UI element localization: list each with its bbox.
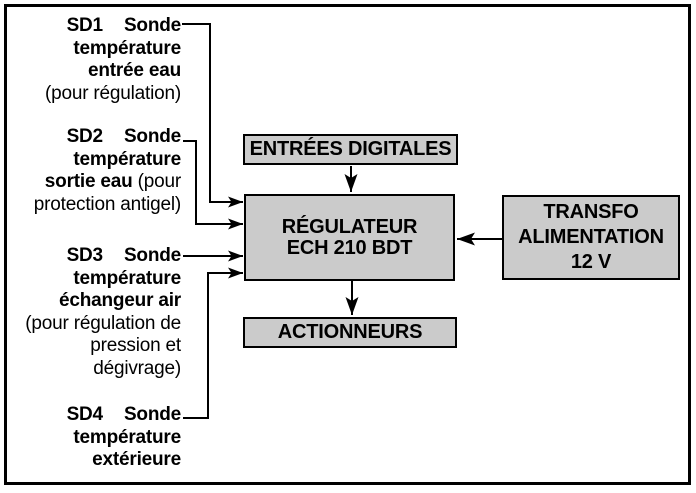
regulator-label-line2: ECH 210 BDT [286, 236, 413, 259]
sensor-head-line: SD2 Sonde [0, 126, 182, 149]
sensor-text-line: (pour régulation de [25, 312, 181, 334]
sensor-text-line: température [73, 267, 181, 289]
sensor-text-line: échangeur air [58, 290, 181, 311]
transformer-box: TRANSFO ALIMENTATION 12 V [502, 195, 680, 280]
transformer-label-line1: TRANSFO [543, 201, 639, 223]
sensor-id: SD1 [66, 15, 104, 36]
regulator-label-line1: RÉGULATEUR [281, 215, 418, 238]
digital-inputs-box: ENTRÉES DIGITALES [243, 134, 458, 165]
actuators-label: ACTIONNEURS [277, 321, 423, 343]
sensor-head-word: Sonde [123, 245, 181, 266]
sensor-text-line: dégivrage) [93, 357, 181, 379]
sensor-text-line: protection antigel) [33, 193, 181, 215]
sensor-id: SD4 [66, 404, 104, 425]
digital-inputs-label: ENTRÉES DIGITALES [249, 138, 452, 160]
sensor-label-sd3: SD3 Sonde température échangeur air (pour… [0, 245, 181, 380]
sensor-label-sd1: SD1 Sonde température entrée eau (pour ré… [0, 15, 181, 105]
sensor-text-line: température [73, 426, 181, 448]
sensor-label-sd2: SD2 Sonde température sortie eau (pour pr… [0, 126, 181, 216]
sensor-head-line: SD3 Sonde [0, 245, 182, 268]
sensor-id: SD2 [66, 126, 104, 147]
transformer-label-line3: 12 V [570, 251, 612, 273]
sensor-text-line: température [73, 37, 181, 59]
sensor-text-line: température [73, 148, 181, 170]
actuators-box: ACTIONNEURS [243, 317, 457, 348]
sensor-text-line: sortie eau (pour [44, 171, 181, 192]
sensor-head-word: Sonde [123, 404, 181, 425]
sensor-head-line: SD1 Sonde [0, 15, 182, 38]
transformer-label-line2: ALIMENTATION [518, 226, 664, 248]
sensor-id: SD3 [66, 245, 104, 266]
sensor-head-word: Sonde [123, 126, 181, 147]
sensor-text-line: extérieure [92, 449, 181, 470]
regulator-box: RÉGULATEUR ECH 210 BDT [244, 194, 455, 281]
sensor-head-line: SD4 Sonde [0, 404, 182, 427]
outer-border [4, 4, 691, 485]
sensor-label-sd4: SD4 Sonde température extérieure [0, 404, 182, 472]
sensor-text-line: (pour régulation) [44, 82, 181, 104]
sensor-text-line: entrée eau [87, 60, 181, 81]
sensor-head-word: Sonde [123, 15, 181, 36]
sensor-text-line: pression et [90, 335, 181, 356]
